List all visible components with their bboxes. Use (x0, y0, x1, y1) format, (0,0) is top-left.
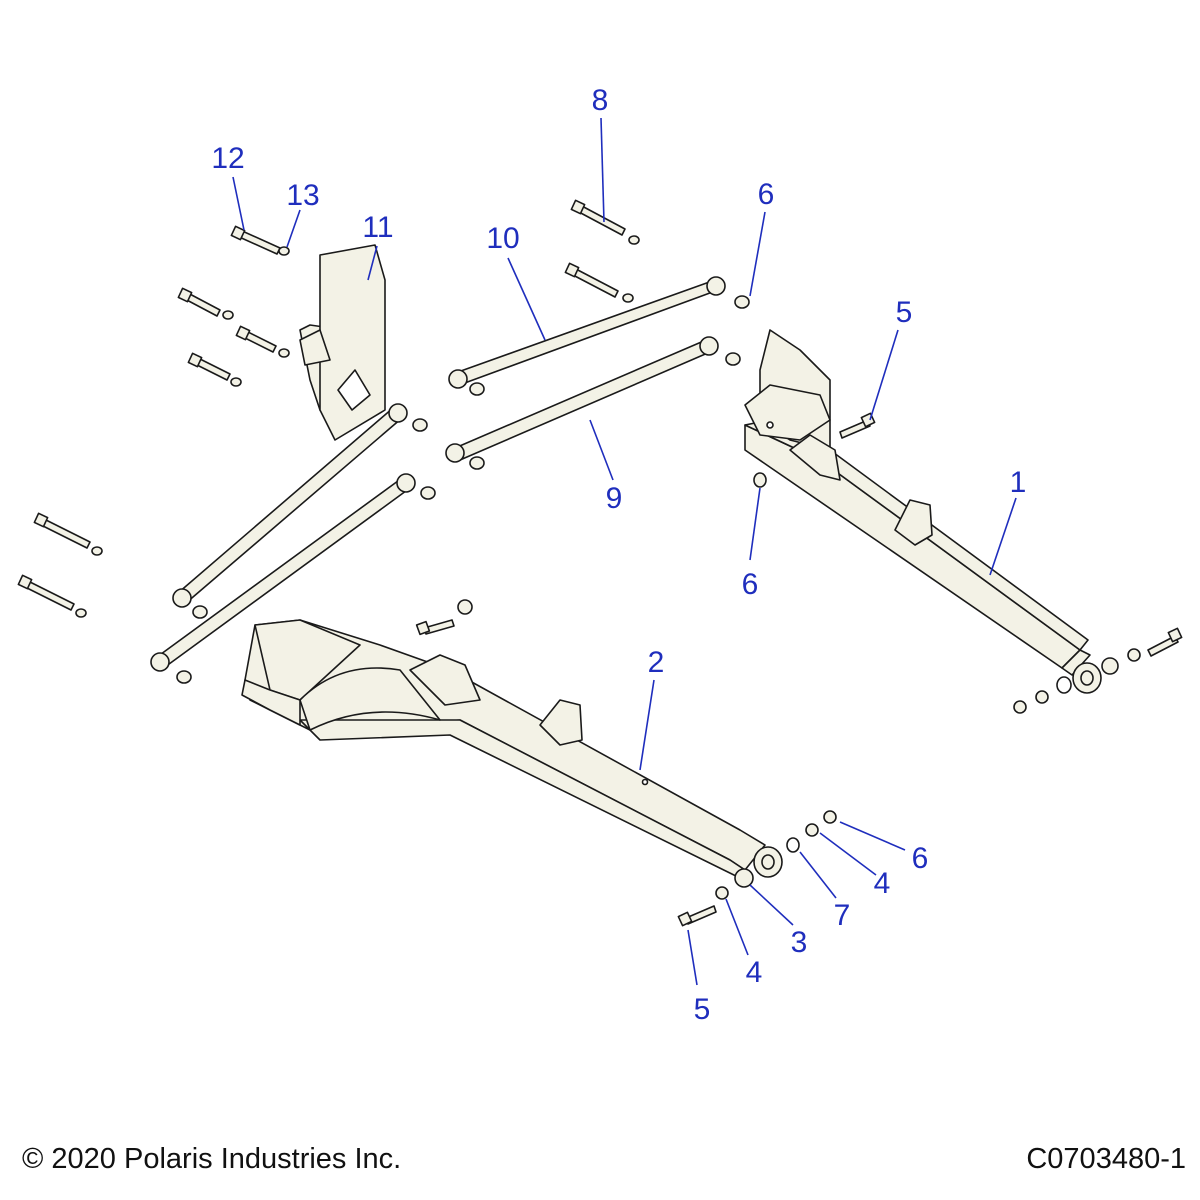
bolt-far-left-2 (17, 574, 87, 618)
bolt-center (564, 262, 634, 303)
trailing-arm-right (744, 329, 1102, 694)
figure-id: C0703480-1 (1026, 1143, 1186, 1175)
mounting-bracket (299, 244, 386, 441)
bolt-arm2-mid (415, 619, 455, 636)
callout-6-low: 6 (912, 842, 929, 875)
bolt-left-2 (235, 325, 290, 358)
callout-5-right: 5 (896, 296, 913, 329)
callout-1: 1 (1010, 466, 1027, 499)
callout-2: 2 (648, 646, 665, 679)
trailing-arm-left (241, 619, 783, 879)
callout-6-mid: 6 (742, 568, 759, 601)
callout-13: 13 (286, 179, 319, 212)
leader-lines (232, 117, 1017, 986)
radius-rod-left-lower (150, 473, 436, 684)
radius-rod-upper (448, 276, 750, 396)
callout-11: 11 (362, 211, 393, 244)
callout-3: 3 (791, 926, 808, 959)
bolt-left-1 (177, 287, 234, 320)
radius-rod-left-upper (172, 403, 428, 619)
callout-9: 9 (606, 482, 623, 515)
bolt-5-bottom (677, 905, 717, 927)
callout-12: 12 (211, 142, 244, 175)
bolt-12 (230, 225, 290, 256)
callout-7: 7 (834, 899, 851, 932)
bolt-left-3 (187, 352, 242, 387)
copyright-notice: © 2020 Polaris Industries Inc. (22, 1143, 402, 1175)
callout-6-top: 6 (758, 178, 775, 211)
callout-10: 10 (486, 222, 519, 255)
bolt-arm1-end (1147, 627, 1183, 657)
radius-rod-lower (445, 336, 741, 470)
spacers (457, 472, 1141, 900)
bolt-8 (570, 199, 640, 245)
bolt-far-left-1 (33, 512, 103, 556)
callout-5-bottom: 5 (694, 993, 711, 1026)
callout-8: 8 (592, 84, 609, 117)
callout-4-left: 4 (746, 956, 763, 989)
callout-4-right: 4 (874, 867, 891, 900)
bolt-5-right (839, 412, 876, 439)
